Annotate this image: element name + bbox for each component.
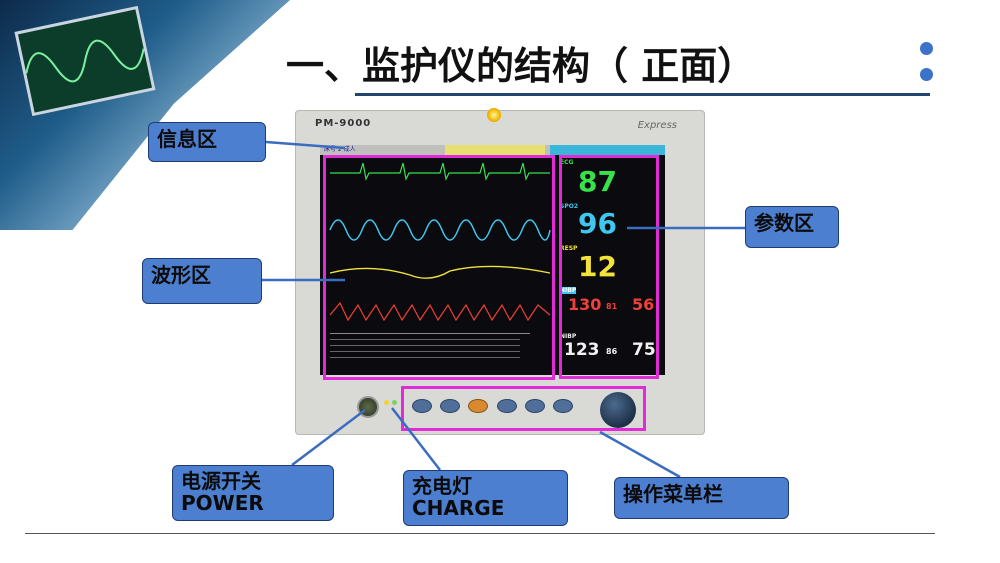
corner-oscilloscope-image [14,5,156,117]
waveform-area-highlight [323,155,555,380]
param-ibp-value: 130 [568,295,602,314]
param-spo2-value: 96 [578,207,617,240]
menu-key-3[interactable] [468,399,488,413]
info-bar-text: 床号 2 成人 [324,146,356,153]
accent-dot-bottom [920,68,933,81]
monitor-brand: PM-9000 [315,118,372,129]
menu-key-2[interactable] [440,399,460,413]
param-resp-value: 12 [578,250,617,283]
label-charge: 充电灯 CHARGE [403,470,568,526]
waveform-display [329,162,551,358]
monitor-model: Express [637,120,677,131]
monitor-front-panel: PM-9000 Express 床号 2 成人 ECG 87 SPO2 96 R… [295,108,705,435]
param-ibp-value2: 81 [606,302,618,311]
label-param-area: 参数区 [745,206,839,248]
menu-bar-highlight [401,386,646,431]
slide-title: 一、监护仪的结构（ 正面） [286,44,756,88]
monitor-screen: 床号 2 成人 ECG 87 SPO2 96 RESP 12 NIBP 130 … [320,145,665,375]
param-resp-label: RESP [560,245,578,252]
param-ecg-value: 87 [578,165,617,198]
menu-key-6[interactable] [553,399,573,413]
alarm-lamp [487,108,501,122]
power-led-icon [392,400,397,405]
menu-key-5[interactable] [525,399,545,413]
parameter-area-highlight [559,155,659,379]
screen-info-bar: 床号 2 成人 [320,145,665,155]
charge-led-icon [384,400,389,405]
bottom-divider [25,533,935,534]
label-power: 电源开关 POWER [172,465,334,521]
param-nibp-value: 123 [564,340,600,360]
param-nibp-label: NIBP [560,333,577,340]
param-ibp-label: NIBP [560,287,577,294]
param-nibp-value3: 75 [632,340,656,360]
label-wave-area: 波形区 [142,258,262,304]
param-spo2-label: SPO2 [560,203,578,210]
param-nibp-value2: 86 [606,347,618,356]
rotary-knob[interactable] [600,392,636,428]
info-bar-alarm [445,145,545,155]
param-ecg-label: ECG [560,159,574,166]
menu-key-4[interactable] [497,399,517,413]
param-ibp-value3: 56 [632,295,655,314]
title-underline [355,93,930,96]
label-menu-bar: 操作菜单栏 [614,477,789,519]
info-bar-status [550,145,665,155]
accent-dot-top [920,42,933,55]
label-info-area: 信息区 [148,122,266,162]
power-button[interactable] [357,396,379,418]
